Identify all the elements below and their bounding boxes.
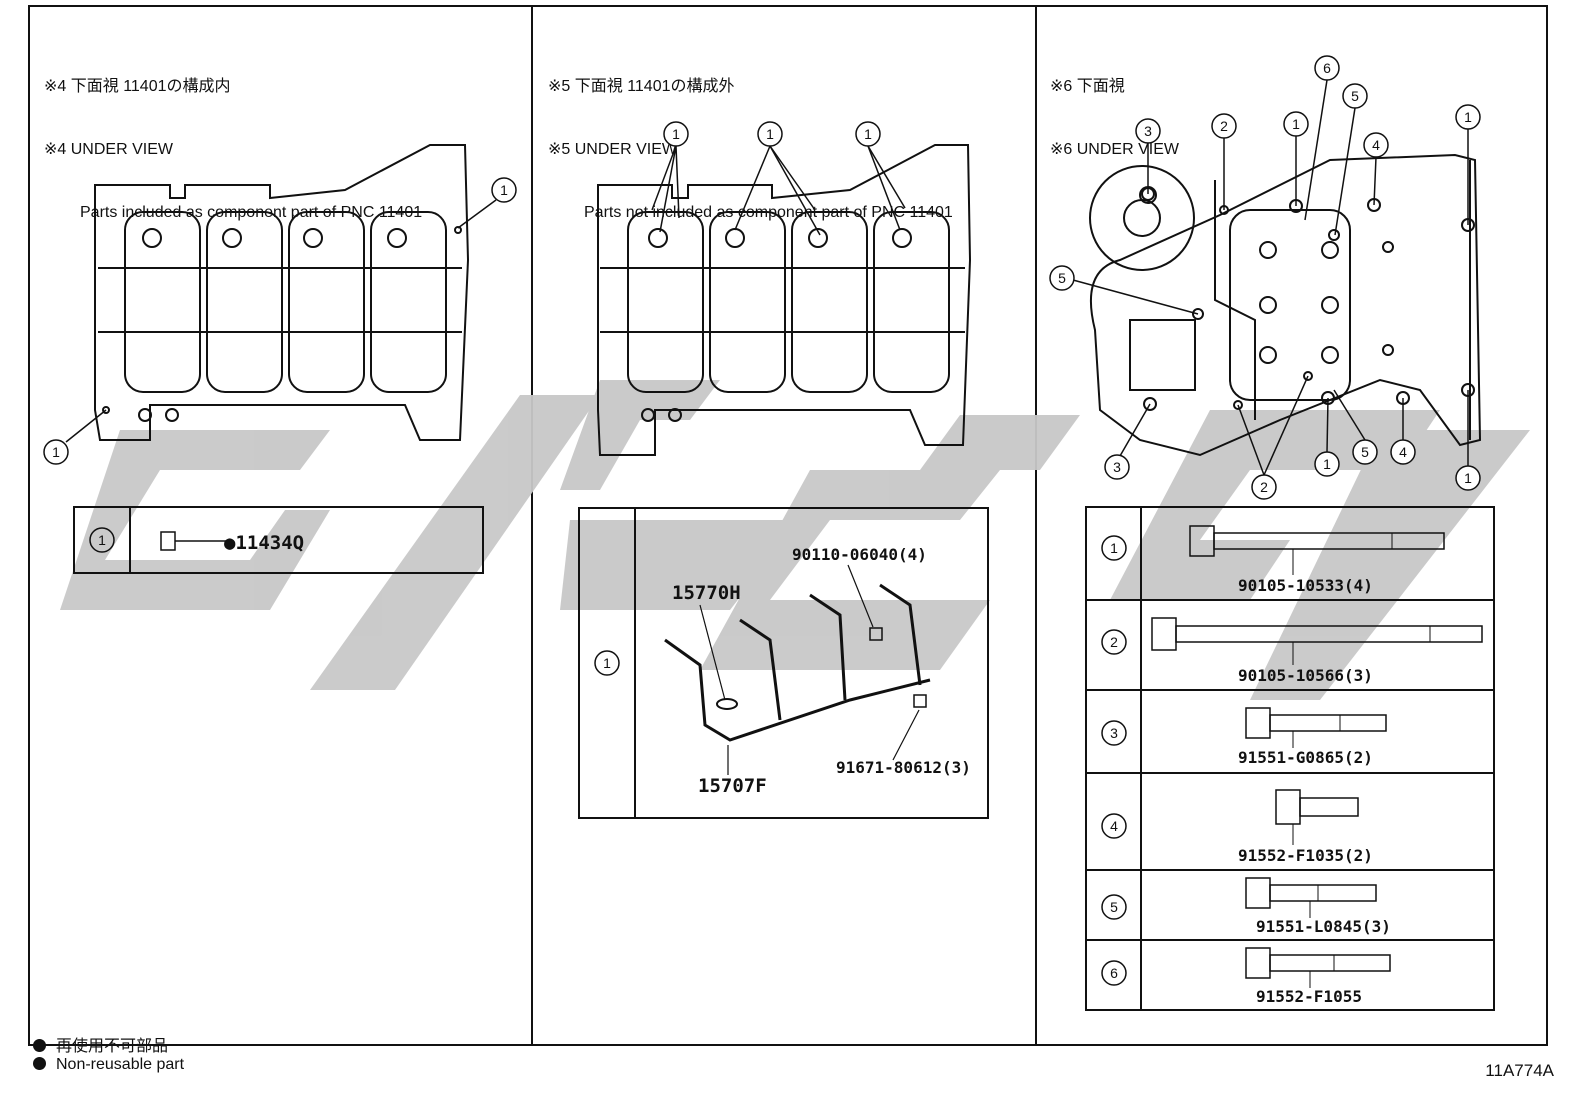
callout-label: 3 [1113, 459, 1121, 475]
callout-label: 5 [1058, 270, 1066, 286]
panel3-bolt-table [1085, 506, 1495, 1011]
bolt-row-num: 4 [1110, 818, 1118, 834]
panel2-header-en: ※5 UNDER VIEW [548, 141, 677, 158]
bolt-part-number: 91551-G0865(2) [1238, 748, 1373, 767]
engine-block-drawing-2 [597, 144, 972, 456]
bolt-row-num: 1 [1110, 540, 1118, 556]
diagram-code: 11A774A [1485, 1061, 1554, 1080]
bolt-row-num: 6 [1110, 965, 1118, 981]
bolt-part-number: 90105-10566(3) [1238, 666, 1373, 685]
callout-label: 1 [1464, 109, 1472, 125]
callout-label: 4 [1399, 444, 1407, 460]
callout-label: 5 [1351, 88, 1359, 104]
panel3-callouts [1049, 55, 1481, 500]
panel1-row-num: 1 [98, 532, 106, 548]
bolt-row-num: 5 [1110, 899, 1118, 915]
watermark-logo [60, 380, 1530, 700]
panel2-row-num: 1 [603, 655, 611, 671]
callout-label: 4 [1372, 137, 1380, 153]
callout-label: 1 [52, 444, 60, 460]
non-reusable-dot-icon [33, 1039, 46, 1052]
callout-label: 1 [1323, 456, 1331, 472]
callout-label: 1 [766, 126, 774, 142]
block-underside-drawing [1089, 153, 1482, 457]
callout-label: 3 [1144, 123, 1152, 139]
diagram-frame [28, 5, 1548, 1046]
bolt-row-num: 3 [1110, 725, 1118, 741]
bolt-part-number: 90105-10533(4) [1238, 576, 1373, 595]
legend-jp: 再使用不可部品 [33, 1032, 168, 1056]
part-number-15770H: 15770H [672, 582, 741, 604]
panel1-parts-table [73, 506, 484, 574]
part-number-11434Q: ●11434Q [224, 532, 304, 554]
callout-label: 1 [1464, 470, 1472, 486]
bolt-part-number: 91552-F1035(2) [1238, 846, 1373, 865]
bolt-part-number: 91551-L0845(3) [1256, 917, 1391, 936]
callout-1 [43, 439, 69, 465]
callout-label: 2 [1220, 118, 1228, 134]
engine-block-drawing [94, 144, 470, 441]
panel1-header-en: ※4 UNDER VIEW [44, 141, 173, 158]
part-number-90110-06040: 90110-06040(4) [792, 545, 927, 564]
callout-label: 6 [1323, 60, 1331, 76]
callout-label: 5 [1361, 444, 1369, 460]
panel-divider [1035, 5, 1037, 1046]
bolt-row-num: 2 [1110, 634, 1118, 650]
panel2-parts-table [578, 507, 989, 819]
panel1-callouts [43, 177, 517, 465]
panel2-callouts [651, 121, 906, 236]
non-reusable-dot-icon [33, 1057, 46, 1070]
panel1-header-jp: ※4 下面視 11401の構成内 [44, 78, 231, 95]
legend-en: Non-reusable part [33, 1056, 184, 1074]
callout-label: 1 [672, 126, 680, 142]
callout-label: 1 [500, 182, 508, 198]
panel2-header-jp: ※5 下面視 11401の構成外 [548, 78, 735, 95]
callout-label: 1 [1292, 116, 1300, 132]
part-number-15707F: 15707F [698, 775, 767, 797]
bolt-part-number: 91552-F1055 [1256, 987, 1362, 1006]
part-number-91671-80612: 91671-80612(3) [836, 758, 971, 777]
callout-1 [491, 177, 517, 203]
panel-divider [531, 5, 533, 1046]
callout-label: 2 [1260, 479, 1268, 495]
callout-label: 1 [864, 126, 872, 142]
panel3-header-jp: ※6 下面視 [1050, 78, 1125, 95]
